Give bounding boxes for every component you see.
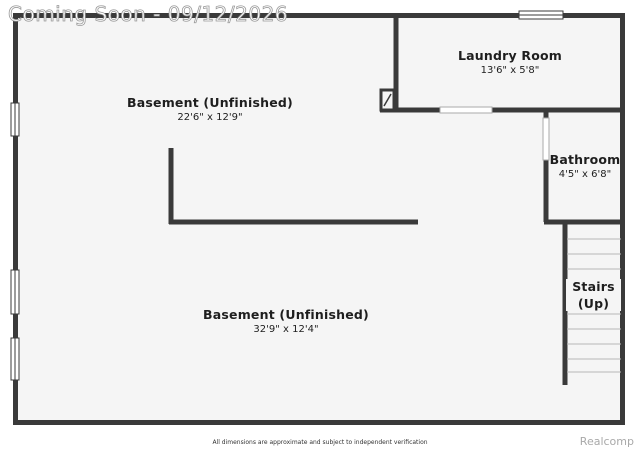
dimensions-disclaimer: All dimensions are approximate and subje… <box>212 439 428 446</box>
window-left-2 <box>10 269 20 315</box>
room-label-stairs: Stairs (Up) <box>566 279 621 311</box>
room-name-line2: (Up) <box>577 296 610 311</box>
laundry-opening <box>439 106 493 114</box>
room-name: Basement (Unfinished) <box>203 307 369 322</box>
room-name-line1: Stairs <box>572 279 615 294</box>
room-dimensions: 4'5" x 6'8" <box>558 169 612 180</box>
exterior-wall <box>13 13 625 425</box>
window-left-3 <box>10 337 20 381</box>
room-dimensions: 32'9" x 12'4" <box>253 324 319 335</box>
room-label-basement-upper: Basement (Unfinished) 22'6" x 12'9" <box>110 95 310 123</box>
window-top <box>518 10 564 20</box>
chimney-hatch <box>383 93 392 107</box>
room-name: Bathroom <box>549 152 621 167</box>
bathroom-opening <box>542 117 550 161</box>
floor-area <box>16 15 623 422</box>
realcomp-logo: Realcomp <box>579 435 634 448</box>
room-label-bathroom: Bathroom 4'5" x 6'8" <box>549 152 621 180</box>
room-dimensions: 13'6" x 5'8" <box>480 65 540 76</box>
window-left-1 <box>10 102 20 137</box>
room-name: Laundry Room <box>457 48 563 63</box>
coming-soon-watermark: Coming Soon - 09/12/2026 <box>8 2 289 27</box>
room-name: Basement (Unfinished) <box>127 95 293 110</box>
room-dimensions: 22'6" x 12'9" <box>177 112 243 123</box>
room-label-laundry: Laundry Room 13'6" x 5'8" <box>430 48 590 76</box>
room-label-basement-lower: Basement (Unfinished) 32'9" x 12'4" <box>186 307 386 335</box>
